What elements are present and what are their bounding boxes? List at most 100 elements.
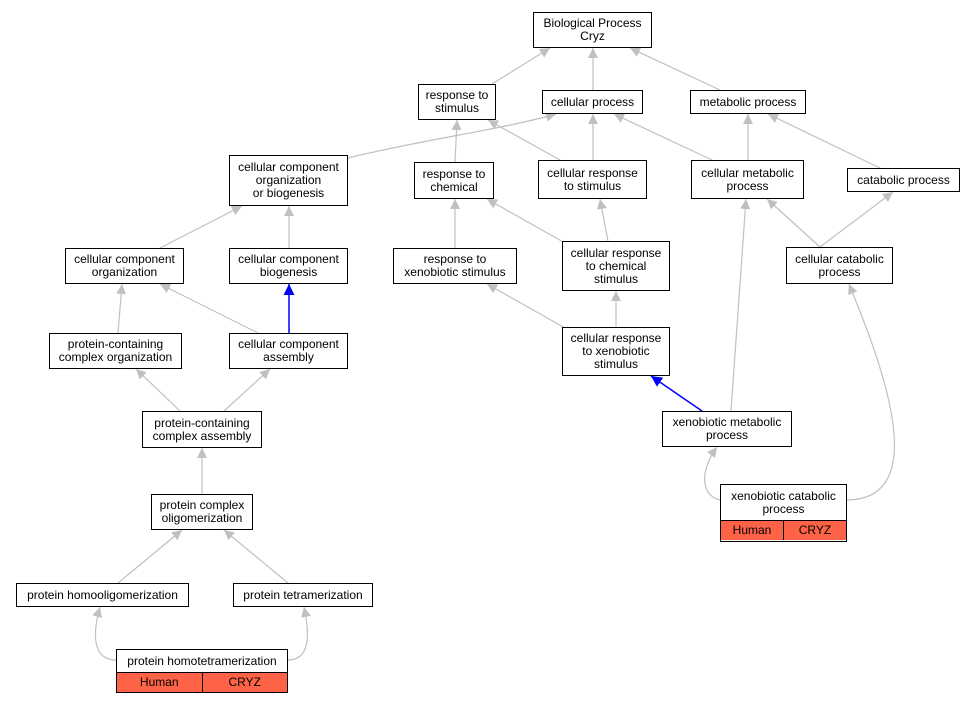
term-xenobiotic-metabolic-process[interactable]: xenobiotic metabolic process (662, 411, 792, 447)
term-label: cellular response (570, 331, 662, 345)
term-protein-homooligomerization[interactable]: protein homooligomerization (16, 583, 189, 607)
species-cell[interactable]: Human (732, 523, 772, 537)
term-protein-containing-complex-organization[interactable]: protein-containing complex organization (49, 333, 182, 369)
term-label: complex assembly (152, 428, 252, 443)
edge-cell-catabolic-to-cell-metabolic (766, 198, 821, 248)
term-label: response to (422, 166, 486, 181)
edge-cell-resp-chemical-to-cell-resp-stimulus (596, 198, 609, 242)
term-label: protein complex (159, 498, 245, 512)
term-cellular-component-organization[interactable]: cellular component organization (65, 248, 184, 284)
gene-cell[interactable]: CRYZ (201, 673, 288, 692)
edge-cell-resp-chemical-to-response-chemical (486, 198, 566, 244)
term-label: xenobiotic stimulus (404, 265, 506, 279)
term-label: response to (423, 252, 487, 266)
edge-xeno-metabolic-to-cell-metabolic (730, 198, 751, 412)
term-label: cellular metabolic (701, 165, 794, 180)
term-label: response to (425, 88, 489, 102)
annotation-row: Human CRYZ (721, 520, 846, 540)
term-label: xenobiotic catabolic (731, 488, 836, 503)
term-label: cellular component (238, 252, 339, 266)
edge-cc-org-biogenesis-to-cellular-process (347, 111, 557, 159)
term-label: stimulus (593, 271, 638, 286)
edge-prot-homotetramer-to-prot-tetramer (287, 606, 311, 661)
term-label: protein homotetramerization (127, 653, 277, 668)
term-label: cellular response (570, 245, 662, 260)
term-response-to-stimulus[interactable]: response to stimulus (418, 84, 496, 120)
term-label: oligomerization (161, 511, 243, 525)
term-label: to xenobiotic (582, 344, 650, 358)
term-protein-complex-oligomerization[interactable]: protein complex oligomerization (151, 494, 253, 530)
term-label: Cryz (580, 29, 605, 43)
term-label: process (818, 264, 861, 279)
edge-cc-assembly-to-cc-organization (159, 283, 259, 334)
term-label: cellular process (550, 94, 635, 109)
term-label: chemical (430, 179, 478, 194)
term-label: Biological Process (543, 16, 642, 30)
edge-cc-organization-to-cc-org-biogenesis (159, 205, 243, 249)
term-label: cellular response (547, 165, 638, 180)
edge-cell-resp-stimulus-to-response-stimulus (487, 119, 561, 161)
species-cell[interactable]: Human (139, 675, 179, 689)
term-cellular-process[interactable]: cellular process (542, 90, 643, 114)
edge-response-chemical-to-response-stimulus (451, 119, 462, 163)
term-label: process (762, 501, 805, 516)
term-label: cellular component (238, 337, 339, 351)
term-label: cellular catabolic (795, 251, 884, 266)
term-cellular-catabolic-process[interactable]: cellular catabolic process (786, 247, 893, 284)
edge-metabolic-process-to-bp (629, 47, 721, 91)
term-response-to-chemical[interactable]: response to chemical (414, 162, 494, 199)
edge-prot-homoolig-to-prot-complex-olig (117, 529, 183, 584)
edge-catabolic-to-metabolic-process (767, 113, 881, 169)
leaf-title: xenobiotic catabolic process (721, 485, 846, 520)
edge-pc-complex-assembly-to-cc-assembly (223, 368, 271, 412)
term-label: organization (91, 265, 158, 279)
term-label: assembly (263, 350, 314, 364)
term-label: stimulus (593, 357, 638, 371)
term-label: complex organization (58, 350, 173, 364)
term-label: protein-containing (154, 415, 250, 430)
term-protein-containing-complex-assembly[interactable]: protein-containing complex assembly (142, 411, 262, 448)
term-label: to stimulus (563, 178, 622, 193)
term-label: cellular component (238, 160, 339, 174)
term-cellular-response-to-chemical-stimulus[interactable]: cellular response to chemical stimulus (562, 241, 670, 291)
term-label: biogenesis (259, 265, 318, 279)
term-cellular-component-biogenesis[interactable]: cellular component biogenesis (229, 248, 348, 284)
term-label: or biogenesis (252, 186, 325, 200)
edge-resp-xenobiotic-to-resp-xenobiotic-node (486, 283, 566, 329)
term-protein-homotetramerization[interactable]: protein homotetramerization Human CRYZ (116, 649, 288, 693)
edge-xeno-catabolic-to-xeno-metabolic (704, 446, 721, 501)
term-label: protein tetramerization (243, 587, 363, 602)
edge-prot-tetramer-to-prot-complex-olig (223, 529, 289, 584)
term-cellular-response-to-stimulus[interactable]: cellular response to stimulus (538, 160, 647, 199)
term-label: process (726, 178, 769, 193)
term-xenobiotic-catabolic-process[interactable]: xenobiotic catabolic process Human CRYZ (720, 484, 847, 542)
edge-xeno-catabolic-to-cell-catabolic (845, 283, 895, 501)
term-label: metabolic process (699, 94, 797, 109)
term-label: to chemical (585, 258, 647, 273)
term-biological-process-cryz[interactable]: Biological Process Cryz (533, 12, 652, 48)
term-catabolic-process[interactable]: catabolic process (847, 168, 960, 192)
edge-response-stimulus-to-bp (491, 47, 551, 85)
term-protein-tetramerization[interactable]: protein tetramerization (233, 583, 373, 607)
term-label: xenobiotic metabolic (672, 415, 782, 429)
term-metabolic-process[interactable]: metabolic process (690, 90, 806, 114)
edge-cell-catabolic-to-catabolic (819, 191, 894, 248)
gene-cell[interactable]: CRYZ (783, 521, 846, 540)
term-cellular-metabolic-process[interactable]: cellular metabolic process (691, 160, 804, 199)
term-cellular-component-assembly[interactable]: cellular component assembly (229, 333, 348, 369)
edge-pc-complex-org-to-cc-organization (116, 283, 127, 334)
term-label: protein-containing (67, 337, 164, 351)
edge-prot-homotetramer-to-prot-homoolig (92, 606, 117, 661)
edge-xeno-metabolic-to-cell-resp-xenobiotic (650, 375, 703, 412)
term-label: process (705, 428, 749, 442)
edge-cell-metabolic-to-cellular-process (613, 113, 713, 161)
leaf-title: protein homotetramerization (117, 650, 287, 672)
annotation-row: Human CRYZ (117, 672, 287, 692)
term-label: organization (255, 173, 322, 187)
term-cellular-component-organization-or-biogenesis[interactable]: cellular component organization or bioge… (229, 155, 348, 206)
edge-pc-complex-assembly-to-pc-complex-org (135, 368, 181, 412)
term-response-to-xenobiotic-stimulus[interactable]: response to xenobiotic stimulus (393, 248, 517, 284)
term-cellular-response-to-xenobiotic-stimulus[interactable]: cellular response to xenobiotic stimulus (562, 327, 670, 376)
term-label: protein homooligomerization (27, 587, 178, 602)
